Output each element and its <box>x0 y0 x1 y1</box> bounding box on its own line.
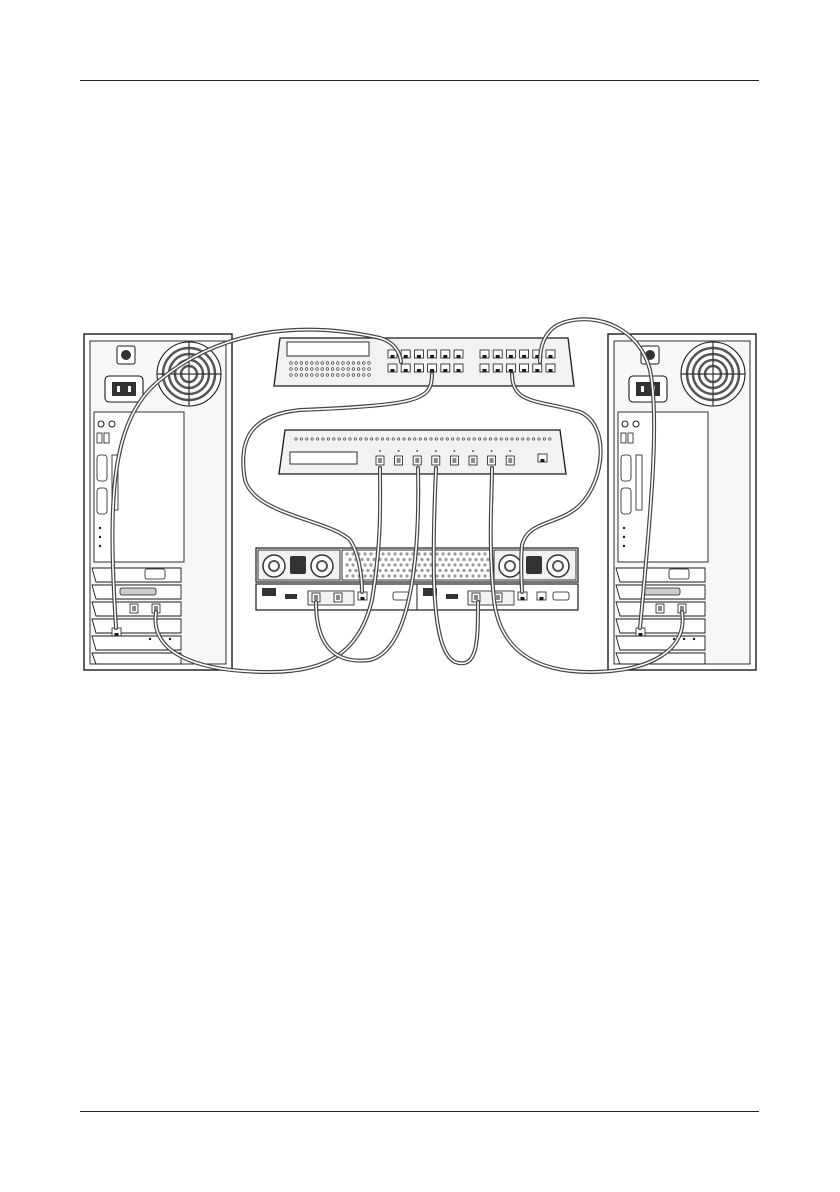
ethernet-switch <box>274 338 574 386</box>
ethernet-port <box>441 350 450 358</box>
ethernet-port <box>428 364 437 372</box>
fan-icon <box>681 342 745 406</box>
ethernet-port <box>533 364 542 372</box>
fc-port <box>413 456 421 465</box>
ethernet-port <box>546 364 555 372</box>
ethernet-port <box>520 364 529 372</box>
ethernet-port <box>454 364 463 372</box>
ethernet-port <box>454 350 463 358</box>
expansion-slots <box>616 568 705 664</box>
fc-port <box>488 456 496 465</box>
ethernet-port <box>506 364 515 372</box>
fc-port <box>432 456 440 465</box>
server-left <box>84 334 232 670</box>
fc-port <box>450 456 458 465</box>
power-inlet-icon <box>105 376 143 402</box>
fc-port <box>469 456 477 465</box>
ethernet-port <box>414 364 423 372</box>
fc-port <box>376 456 384 465</box>
ethernet-port <box>480 364 489 372</box>
fc-port <box>395 456 403 465</box>
power-inlet-icon <box>629 376 667 402</box>
ethernet-port <box>480 350 489 358</box>
power-switch-icon <box>117 346 135 364</box>
ethernet-port <box>493 350 502 358</box>
ethernet-port <box>441 364 450 372</box>
fc-port <box>506 456 514 465</box>
ethernet-port <box>401 350 410 358</box>
fc-switch <box>279 430 566 474</box>
ethernet-port <box>506 350 515 358</box>
ethernet-port <box>520 350 529 358</box>
ethernet-port <box>493 364 502 372</box>
ethernet-port <box>428 350 437 358</box>
ethernet-port <box>401 364 410 372</box>
ethernet-port <box>414 350 423 358</box>
ethernet-port <box>388 364 397 372</box>
ethernet-port <box>546 350 555 358</box>
